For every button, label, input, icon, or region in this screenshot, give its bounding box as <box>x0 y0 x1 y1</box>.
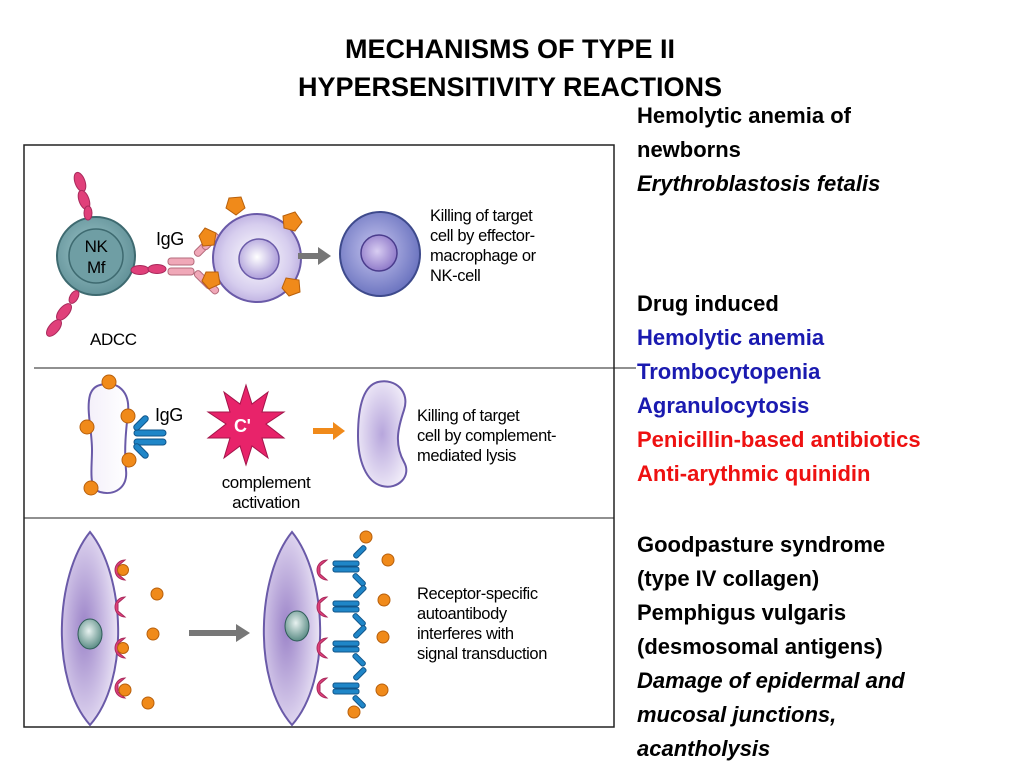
slide-title: MECHANISMS OF TYPE II HYPERSENSITIVITY R… <box>200 30 820 106</box>
damage-line: acantholysis <box>637 736 771 761</box>
fc-receptor-right <box>130 264 167 275</box>
hemolytic-newborn-group: Hemolytic anemia of newborns Erythroblas… <box>637 99 880 201</box>
hemolytic-line-2: newborns <box>637 137 741 162</box>
autoantibodies <box>332 545 367 709</box>
igg-label-panel1: IgG <box>156 229 184 249</box>
target-cell-panel1 <box>212 213 302 303</box>
damage-line: Damage of epidermal and <box>637 668 905 693</box>
complement-symbol: C' <box>234 416 251 436</box>
drug-induced-heading: Drug induced <box>637 291 779 316</box>
receptors-before <box>114 559 127 699</box>
cell-after <box>262 530 322 727</box>
drug-blue-item: Agranulocytosis <box>637 393 810 418</box>
diagram-frame <box>23 144 615 728</box>
autoimmune-group: Goodpasture syndrome (type IV collagen) … <box>637 528 905 766</box>
fc-receptor-bottom <box>46 290 80 337</box>
panel1-description: Killing of target cell by effector- macr… <box>430 207 536 285</box>
complement-activation-label: complement activation <box>221 473 311 512</box>
autoimmune-line: Pemphigus vulgaris <box>637 600 847 625</box>
ligands-after <box>347 530 395 719</box>
drug-induced-group: Drug induced Hemolytic anemia Trombocyto… <box>637 287 921 491</box>
complement-star <box>206 383 286 467</box>
arrow-panel2 <box>313 422 345 440</box>
cell-before <box>60 530 120 727</box>
killed-cell-panel1 <box>339 211 421 297</box>
damage-line: mucosal junctions, <box>637 702 837 727</box>
lysed-cell <box>356 380 408 488</box>
drug-red-item: Penicillin-based antibiotics <box>637 427 921 452</box>
adcc-label: ADCC <box>90 330 137 349</box>
drug-blue-item: Hemolytic anemia <box>637 325 825 350</box>
nk-cell <box>56 216 136 296</box>
nk-cell-label: NK Mf <box>84 237 108 277</box>
panel2-description: Killing of target cell by complement- me… <box>417 407 557 465</box>
drug-red-item: Anti-arythmic quinidin <box>637 461 871 486</box>
nk-nucleus <box>68 228 124 284</box>
fc-receptor-top <box>73 171 93 221</box>
ligands-before <box>117 564 164 710</box>
antigens-panel1 <box>198 196 303 297</box>
igg-label-panel2: IgG <box>155 405 183 425</box>
arrow-panel3 <box>189 624 250 642</box>
autoimmune-line: Goodpasture syndrome <box>637 532 886 557</box>
erythroblastosis-line: Erythroblastosis fetalis <box>637 171 881 196</box>
receptors-after <box>316 559 329 699</box>
autoimmune-line: (desmosomal antigens) <box>637 634 883 659</box>
hemolytic-line-1: Hemolytic anemia of <box>637 103 851 128</box>
autoimmune-line: (type IV collagen) <box>637 566 820 591</box>
title-line-1: MECHANISMS OF TYPE II <box>344 34 676 64</box>
drug-blue-item: Trombocytopenia <box>637 359 821 384</box>
antigens-panel2 <box>79 374 137 496</box>
target-cell-panel2 <box>87 382 130 494</box>
igg-antibody-panel2 <box>133 415 167 459</box>
arrow-panel1 <box>298 247 331 265</box>
title-line-2: HYPERSENSITIVITY REACTIONS <box>297 72 723 102</box>
panel3-description: Receptor-specific autoantibody interfere… <box>417 585 547 663</box>
